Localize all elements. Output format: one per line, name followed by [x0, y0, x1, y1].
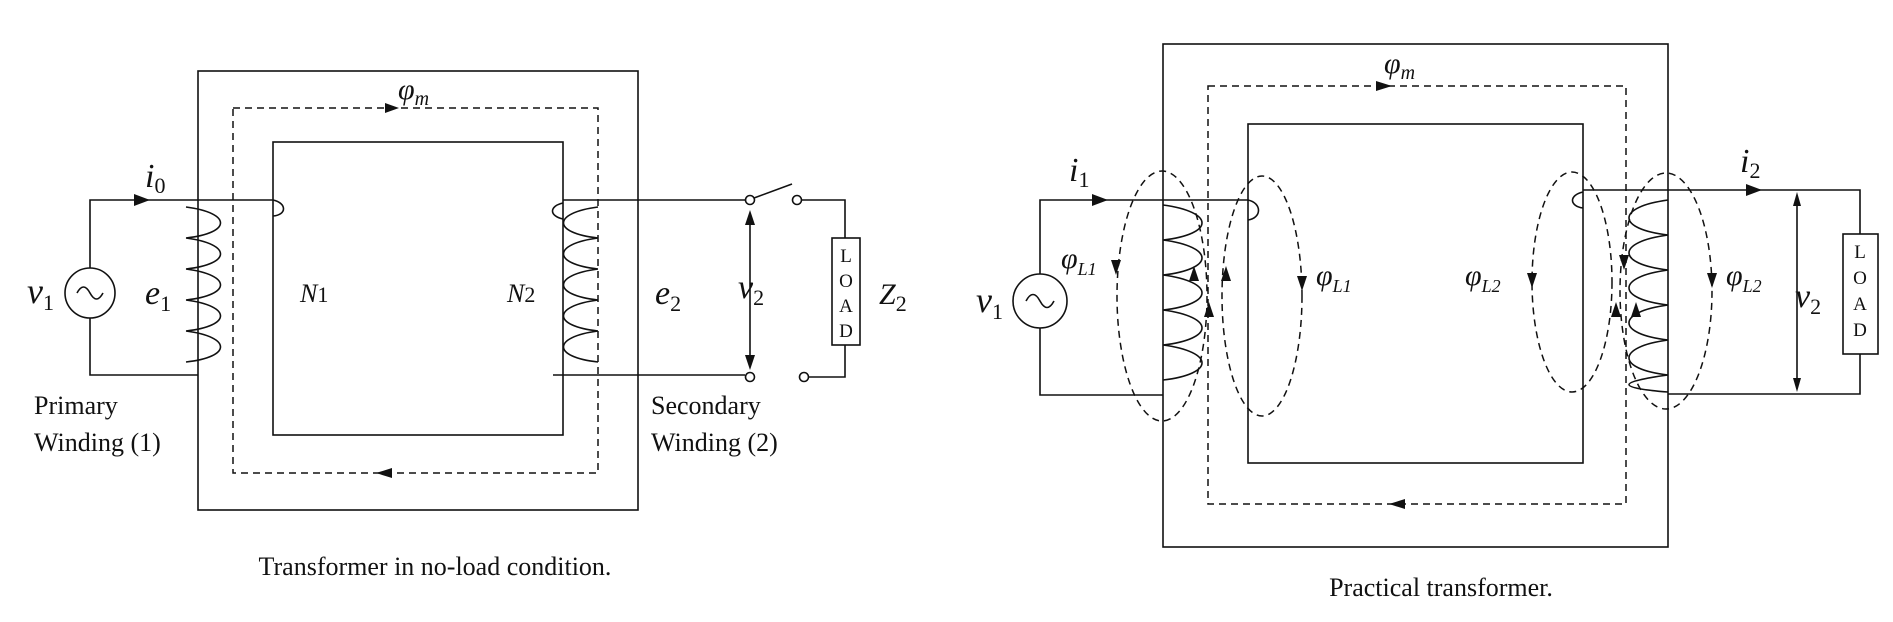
left-primary-bottom-wire: [89, 318, 198, 376]
left-z2-label: Z2: [879, 278, 907, 316]
left-i0-arrow: [134, 194, 150, 206]
right-primary-bottom-wire: [1039, 328, 1163, 396]
left-terminal-bottom-a: [744, 371, 756, 383]
right-phil1-arrow-left: [1111, 260, 1121, 275]
left-primary-label-line2: Winding (1): [34, 428, 161, 457]
right-flux-path: [1207, 85, 1627, 505]
right-primary-coil-end: [1247, 199, 1260, 221]
right-leakage-loop-l1b: [1221, 175, 1303, 417]
left-v2-arrow-down: [745, 355, 755, 370]
left-v1-label: v1: [27, 271, 54, 315]
left-primary-coil-end: [272, 199, 285, 217]
left-terminal-bottom-b: [798, 371, 810, 383]
right-load-letter: A: [1853, 294, 1867, 315]
right-secondary-coil: [1628, 199, 1669, 393]
left-primary-coil: [185, 206, 222, 363]
right-phil2-arrow-right: [1707, 273, 1717, 288]
right-i2-label: i2: [1740, 143, 1760, 183]
right-i2-arrow: [1746, 184, 1762, 196]
left-secondary-coil-end: [551, 202, 564, 220]
right-phil2-inner-arrow-3: [1631, 302, 1641, 317]
right-i1-label: i1: [1069, 152, 1089, 192]
right-load-box: [1842, 233, 1879, 355]
left-switch-blade: [753, 183, 793, 199]
right-phil1-label-right: φL1: [1316, 259, 1352, 296]
left-i0-label: i0: [145, 158, 165, 198]
right-v1-label: v1: [976, 280, 1003, 324]
right-source-circle: [1012, 273, 1068, 329]
right-v2-label: v2: [1795, 278, 1821, 319]
right-phil1-label-left: φL1: [1061, 242, 1097, 279]
left-e1-label: e1: [145, 275, 171, 316]
left-source-circle: [64, 267, 116, 319]
left-n2-label: N2: [506, 279, 535, 308]
left-load-letter: D: [839, 321, 853, 342]
left-primary-top-wire: [89, 199, 273, 268]
left-n1-label: N1: [299, 279, 328, 308]
left-switch-terminal-a: [744, 194, 756, 206]
left-secondary-coil: [562, 206, 599, 363]
right-core-outer: [1162, 43, 1669, 548]
left-caption: Transformer in no-load condition.: [259, 552, 612, 581]
left-flux-arrow-top: [385, 103, 399, 113]
right-leakage-loop-l2a: [1531, 171, 1613, 393]
left-load-letter: A: [839, 296, 853, 317]
left-secondary-label-line1: Secondary: [651, 391, 761, 420]
right-load-letter: D: [1853, 320, 1867, 341]
right-caption: Practical transformer.: [1329, 573, 1553, 602]
right-flux-arrow-top: [1376, 81, 1392, 91]
left-primary-label-line1: Primary: [34, 391, 118, 420]
left-secondary-label-line2: Winding (2): [651, 428, 778, 457]
right-primary-top-wire: [1039, 199, 1248, 274]
left-load-box: [831, 237, 861, 346]
right-phil2-label-right: φL2: [1726, 259, 1762, 296]
right-flux-arrow-bottom: [1389, 499, 1405, 509]
left-transformer-diagram: [64, 70, 861, 511]
left-core-window: [272, 141, 564, 436]
right-transformer-diagram: [1012, 43, 1879, 548]
right-phi-m-label: φm: [1384, 47, 1415, 84]
left-load-top-wire: [801, 199, 846, 238]
left-load-bottom-wire: [808, 345, 846, 378]
right-leakage-loop-l1a: [1116, 170, 1208, 422]
right-phil1-inner-arrow-2: [1221, 266, 1231, 281]
right-secondary-top-wire: [1583, 189, 1861, 234]
right-phil2-inner-arrow-1: [1619, 255, 1629, 270]
left-phi-m-label: φm: [398, 73, 429, 110]
right-v2-arrow-down: [1793, 378, 1801, 392]
right-secondary-bottom-wire: [1668, 354, 1861, 395]
left-v2-arrow-up: [745, 210, 755, 225]
left-load-letter: L: [840, 246, 852, 267]
left-flux-path: [232, 107, 599, 474]
left-flux-arrow-bottom: [376, 468, 392, 478]
right-load-letter: L: [1854, 242, 1866, 263]
right-source-sine-icon: [1025, 293, 1055, 309]
left-core-outer: [197, 70, 639, 511]
right-phil2-arrow-left: [1527, 273, 1537, 288]
left-v2-label: v2: [738, 269, 764, 310]
right-leakage-loop-l2b: [1619, 172, 1713, 410]
left-source-sine-icon: [76, 286, 104, 300]
right-i1-arrow: [1092, 194, 1108, 206]
right-phil2-label-left: φL2: [1465, 259, 1501, 296]
right-phil1-inner-arrow-1: [1189, 266, 1199, 281]
right-core-window: [1247, 123, 1584, 464]
left-load-letter: O: [839, 271, 853, 292]
right-v2-arrow-up: [1793, 192, 1801, 206]
left-switch-terminal-b: [791, 194, 803, 206]
right-primary-coil: [1162, 204, 1203, 381]
right-phil1-arrow-right: [1297, 276, 1307, 291]
right-load-letter: O: [1853, 268, 1867, 289]
right-phil1-inner-arrow-3: [1204, 302, 1214, 317]
right-secondary-coil-end: [1571, 191, 1584, 209]
left-e2-label: e2: [655, 275, 681, 316]
right-phil2-inner-arrow-2: [1611, 302, 1621, 317]
